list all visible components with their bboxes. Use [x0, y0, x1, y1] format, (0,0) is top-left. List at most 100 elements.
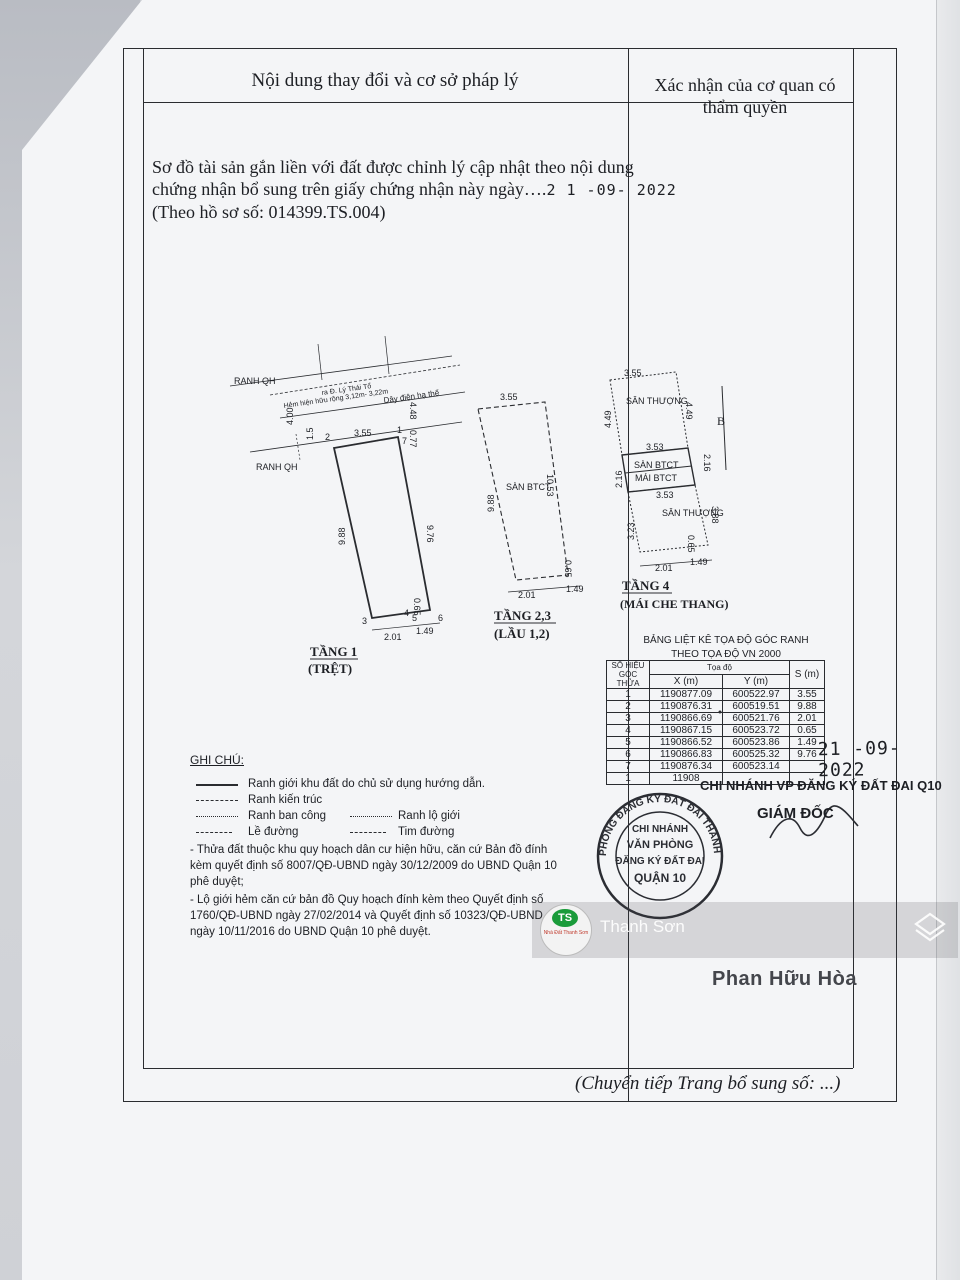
right-title-line1: Xác nhận của cơ quan có	[654, 75, 836, 95]
header-divider	[143, 102, 853, 103]
coord-cell-id: 5	[606, 736, 650, 749]
legend-label-2: Ranh kiến trúc	[248, 794, 323, 806]
document-page	[22, 0, 960, 1280]
coord-cell-s: 0.65	[789, 724, 825, 737]
right-title-line2: thẩm quyền	[702, 97, 788, 117]
f4-btct-divider	[624, 465, 693, 474]
legend-dashdot-line	[350, 832, 386, 833]
floor1-title: TẦNG 1	[310, 644, 357, 659]
legend-label-4b: Tim đường	[398, 826, 455, 838]
label-d15: 1.5	[305, 427, 315, 440]
legend-row-1: Ranh giới khu đất do chủ sử dụng hướng d…	[190, 776, 570, 792]
left-column-title: Nội dung thay đổi và cơ sở pháp lý	[251, 70, 519, 91]
f4-san-thuong-bottom: SÂN THƯỢNG	[662, 508, 724, 518]
coord-cell-y: 600523.86	[722, 736, 790, 749]
coord-cell-s: 9.88	[789, 700, 825, 713]
floor1-subtitle: (TRỆT)	[308, 661, 352, 676]
watermark-bar	[532, 902, 958, 958]
layers-icon	[914, 912, 946, 942]
change-description: Sơ đồ tài sản gắn liền với đất được chỉn…	[152, 156, 692, 223]
coord-subheader-row: X (m) Y (m)	[607, 674, 825, 689]
floor4-plan	[609, 371, 713, 567]
legend-dotted-line-2	[350, 816, 392, 817]
label-w-top: 3.55	[354, 428, 372, 438]
f4-d449r: 4.49	[684, 402, 694, 420]
label-right-side: 9.76	[425, 525, 435, 543]
f4-san-btct: SÀN BTCT	[634, 460, 679, 470]
label-ranh-qh-bottom: RANH QH	[256, 462, 298, 472]
office-name: CHI NHÁNH VP ĐĂNG KÝ ĐẤT ĐAI Q10	[700, 778, 942, 793]
coord-cell-s	[789, 772, 825, 785]
svg-text:B: B	[717, 414, 725, 428]
col-group-header: Tọa độ	[649, 660, 790, 675]
coord-cell-y: 600521.76	[722, 712, 790, 725]
f4-d449l: 4.49	[603, 410, 613, 428]
notes-section: GHI CHÚ: Ranh giới khu đất do chủ sử dụn…	[190, 752, 570, 940]
coord-cell-id: 3	[606, 712, 650, 725]
frame-left-line	[143, 48, 144, 1068]
f4-terrace-top	[609, 371, 689, 456]
f23-d065: 0.65	[563, 560, 573, 578]
signature-scribble	[769, 805, 859, 839]
legend-label-3a: Ranh ban công	[248, 810, 327, 822]
pt-2: 2	[325, 432, 330, 442]
f23-w-top: 3.55	[500, 392, 518, 402]
legend-dashed-line	[196, 800, 238, 801]
floor23-subtitle: (LẦU 1,2)	[494, 626, 550, 641]
legend-longdash-line	[196, 832, 232, 833]
f23-right: 10.53	[545, 474, 555, 497]
stamp-center-3: ĐĂNG KÝ ĐẤT ĐAI	[615, 854, 705, 867]
label-b1: 2.01	[384, 632, 402, 642]
f4-mai-btct: MÁI BTCT	[635, 473, 678, 483]
f23-left: 9.88	[486, 494, 496, 512]
f4-btct	[621, 447, 696, 493]
coord-table-title: BẢNG LIỆT KÊ TỌA ĐỘ GÓC RANH THEO TỌA ĐỘ…	[606, 634, 846, 662]
floor23-title: TẦNG 2,3	[494, 608, 552, 623]
coord-cell-x: 1190866.52	[649, 736, 723, 749]
watermark-logo: TS Nhà Đất Thanh Sơn	[540, 904, 592, 956]
outer-frame	[123, 48, 897, 1102]
coordinate-table: SỐ HIỆU GÓC THỬA Tọa độ S (m) X (m) Y (m…	[606, 660, 825, 785]
dim-guide	[295, 433, 301, 461]
signer-position: GIÁM ĐỐC	[757, 805, 834, 822]
f4-bottom-dim	[639, 559, 713, 567]
coord-cell-x: 1190866.69	[649, 712, 723, 725]
stamp-center-2: VĂN PHÒNG	[627, 838, 694, 851]
coord-cell-s: 2.01	[789, 712, 825, 725]
coord-cell-x: 1190876.31	[649, 700, 723, 713]
legend-row-2: Ranh kiến trúc	[190, 792, 570, 808]
coord-cell-x: 1190866.83	[649, 748, 723, 761]
para-line3: (Theo hồ sơ số: 014399.TS.004)	[152, 202, 386, 222]
f4-w353b: 3.53	[656, 490, 674, 500]
f4-d065: 0.65	[686, 535, 696, 553]
legend-solid-line	[196, 784, 238, 786]
stamp-center-4: QUẬN 10	[634, 870, 686, 885]
north-arrow: B	[717, 385, 727, 471]
ranh-qh-bottom-line	[249, 421, 463, 453]
col-x-header: X (m)	[649, 674, 723, 689]
coord-cell-x: 1190867.15	[649, 724, 723, 737]
front-edge	[333, 436, 399, 449]
para-line1: Sơ đồ tài sản gắn liền với đất được chỉn…	[152, 157, 634, 177]
para-line2: chứng nhận bổ sung trên giấy chứng nhận …	[152, 178, 692, 201]
next-page-edge	[936, 0, 960, 1280]
coord-cell-y: 600522.97	[722, 688, 790, 701]
col-s-header: S (m)	[789, 660, 825, 689]
floor4-subtitle: (MÁI CHE THANG)	[620, 597, 728, 611]
coord-cell-x: 1190876.34	[649, 760, 723, 773]
note-paragraph-2: - Lộ giới hẻm căn cứ bản đồ Quy hoạch đí…	[190, 894, 544, 938]
label-b2: 1.49	[416, 626, 434, 636]
coord-cell-id: 2	[606, 700, 650, 713]
watermark-logo-caption: Nhà Đất Thanh Sơn	[543, 930, 589, 936]
coord-cell-x: 1190877.09	[649, 688, 723, 701]
column-divider	[628, 48, 629, 1102]
f4-d388: 3.88	[710, 506, 720, 524]
road-axis-2	[384, 335, 390, 375]
legend-label-3b: Ranh lộ giới	[398, 810, 460, 822]
